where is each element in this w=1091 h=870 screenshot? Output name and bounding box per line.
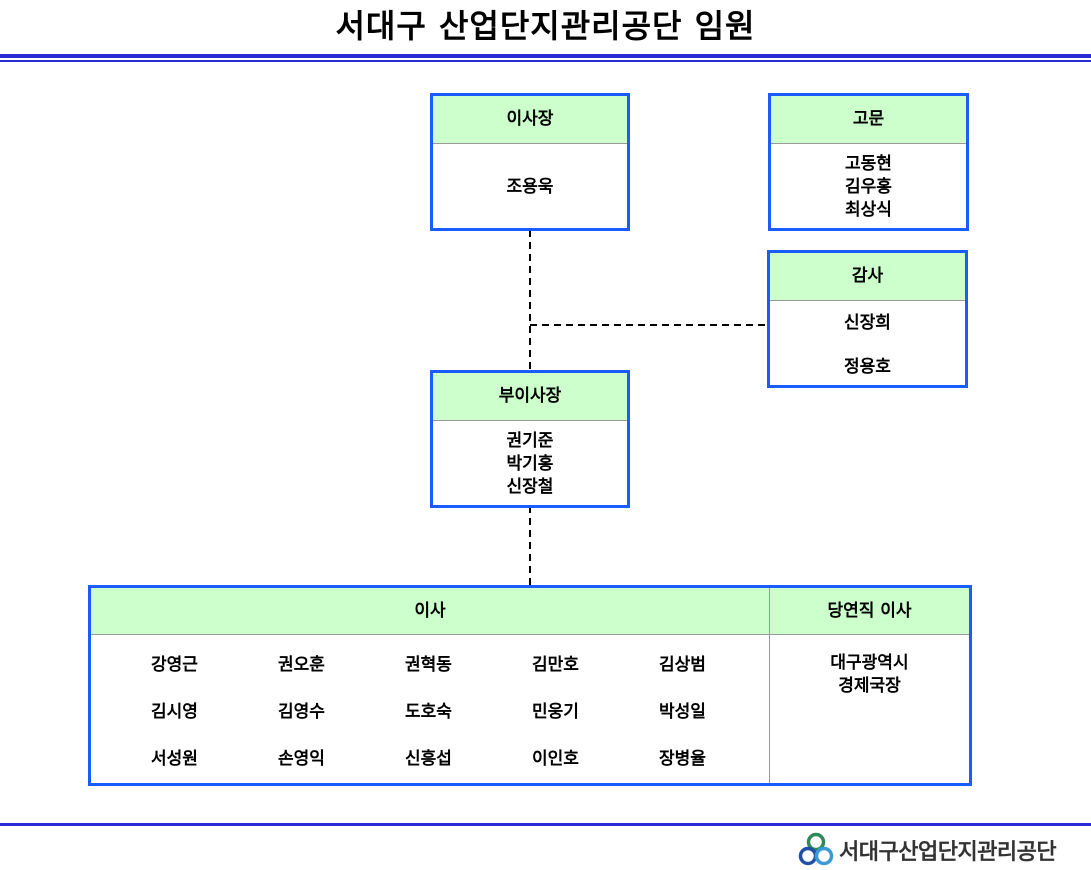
director-name: 도호숙 [405, 702, 452, 722]
vice-chairman-box: 부이사장 권기준 박기홍 신장철 [430, 370, 630, 508]
ex-officio-role: 당연직 이사 [770, 588, 969, 635]
ex-officio-name: 대구광역시 [830, 653, 909, 673]
page-title: 서대구 산업단지관리공단 임원 [335, 7, 756, 45]
director-name: 신흥섭 [405, 749, 452, 769]
auditor-box: 감사 신장희 정용호 [767, 250, 968, 388]
directors-box: 이사 당연직 이사 강영근 권오훈 권혁동 김만호 김상범 김시영 김영수 도호… [88, 585, 972, 786]
advisor-box: 고문 고동현 김우홍 최상식 [768, 93, 969, 231]
auditor-name: 신장희 [844, 313, 891, 333]
chairman-name: 조용욱 [506, 177, 554, 197]
director-name: 김영수 [278, 702, 325, 722]
director-name: 손영익 [278, 749, 325, 769]
director-name: 장병율 [659, 749, 706, 769]
auditor-role: 감사 [770, 253, 965, 301]
advisor-name: 고동현 [845, 154, 892, 174]
director-name: 민웅기 [532, 702, 579, 722]
director-name: 김상범 [659, 655, 706, 675]
vice-chairman-name: 권기준 [506, 431, 554, 451]
director-name: 권오훈 [278, 655, 325, 675]
vice-chairman-name: 신장철 [506, 477, 554, 497]
director-name: 권혁동 [405, 655, 452, 675]
director-name: 박성일 [659, 702, 706, 722]
directors-role: 이사 [91, 588, 770, 635]
auditor-name: 정용호 [844, 357, 891, 377]
director-name: 서성원 [151, 749, 198, 769]
vice-chairman-role: 부이사장 [433, 373, 627, 421]
ex-officio-name: 경제국장 [838, 676, 901, 696]
footer-logo: 서대구산업단지관리공단 [797, 830, 1057, 870]
title-rule-thick [0, 54, 1091, 58]
advisor-role: 고문 [771, 96, 966, 144]
chairman-box: 이사장 조용욱 [430, 93, 630, 231]
director-name: 김시영 [151, 702, 198, 722]
director-name: 김만호 [532, 655, 579, 675]
director-name: 강영근 [151, 655, 198, 675]
trefoil-logo-icon [798, 832, 834, 866]
advisor-name: 김우홍 [845, 177, 892, 197]
director-name: 이인호 [532, 749, 579, 769]
chairman-role: 이사장 [433, 96, 627, 144]
footer-rule [0, 823, 1091, 826]
vice-chairman-name: 박기홍 [506, 454, 554, 474]
title-rule-thin [0, 60, 1091, 62]
advisor-name: 최상식 [845, 200, 892, 220]
footer-logo-text: 서대구산업단지관리공단 [839, 840, 1057, 865]
